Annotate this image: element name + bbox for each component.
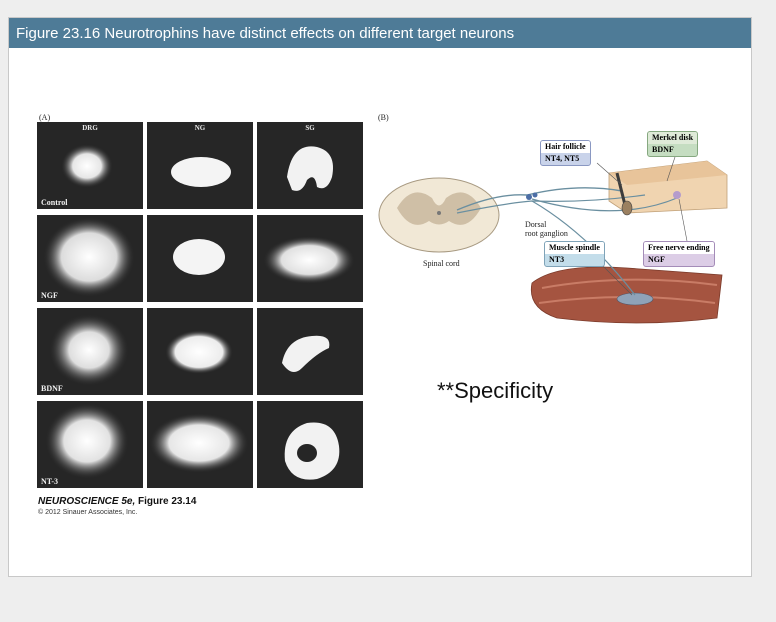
column-header-drg: DRG — [82, 124, 98, 132]
explant-image: DRG Control — [37, 122, 143, 209]
explant-image — [257, 215, 363, 302]
copyright: © 2012 Sinauer Associates, Inc. — [38, 509, 138, 516]
explant-image — [257, 308, 363, 395]
callout-factor: NT4, NT5 — [545, 154, 580, 163]
explant-image — [147, 308, 253, 395]
title-bar: Figure 23.16 Neurotrophins have distinct… — [9, 18, 751, 48]
explant-image: NG — [147, 122, 253, 209]
callout-free-nerve-ending: Free nerve ending NGF — [643, 241, 715, 267]
column-header-sg: SG — [305, 124, 315, 132]
column-header-ng: NG — [194, 124, 206, 132]
explant-image — [257, 401, 363, 488]
callout-factor: NT3 — [549, 255, 565, 264]
explant-image: SG — [257, 122, 363, 209]
panel-b-label: (B) — [378, 113, 389, 122]
row-label-ngf: NGF — [41, 291, 58, 300]
callout-name: Merkel disk — [648, 132, 698, 144]
callout-name: Muscle spindle — [545, 242, 604, 254]
explant-image: NGF — [37, 215, 143, 302]
callout-factor: NGF — [648, 255, 665, 264]
callout-muscle-spindle: Muscle spindle NT3 — [544, 241, 605, 267]
book-title: NEUROSCIENCE 5e, — [38, 496, 136, 507]
slide: Figure 23.16 Neurotrophins have distinct… — [8, 17, 752, 577]
slide-title: Figure 23.16 Neurotrophins have distinct… — [16, 25, 515, 42]
row-label-nt3: NT-3 — [41, 477, 59, 486]
neuron-explant-grid: DRG Control NG SG NGF BDNF — [37, 122, 363, 488]
row-label-bdnf: BDNF — [41, 384, 63, 393]
explant-image — [147, 401, 253, 488]
callout-name: Hair follicle — [541, 141, 590, 153]
specificity-note: **Specificity — [437, 378, 554, 403]
callout-merkel-disk: Merkel disk BDNF — [647, 131, 699, 157]
dorsal-root-ganglion-label: Dorsal root ganglion — [525, 220, 568, 238]
figure-number: Figure 23.14 — [135, 496, 197, 507]
explant-image: BDNF — [37, 308, 143, 395]
callout-hair-follicle: Hair follicle NT4, NT5 — [540, 140, 591, 166]
row-label-control: Control — [41, 198, 68, 207]
figure-credit: NEUROSCIENCE 5e, Figure 23.14 — [38, 496, 196, 507]
callout-name: Free nerve ending — [644, 242, 714, 254]
explant-image — [147, 215, 253, 302]
explant-image: NT-3 — [37, 401, 143, 488]
spinal-cord-label: Spinal cord — [423, 259, 460, 268]
callout-factor: BDNF — [652, 145, 674, 154]
panel-a-label: (A) — [39, 113, 51, 122]
